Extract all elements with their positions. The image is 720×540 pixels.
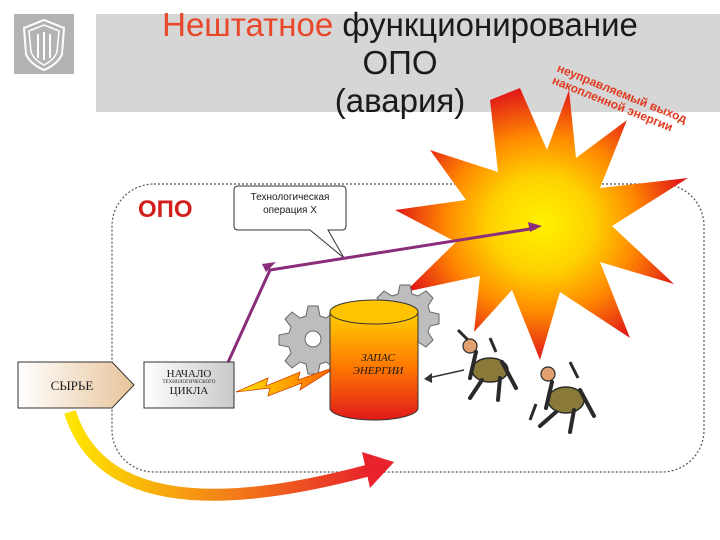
impact-arrow [427,369,465,379]
impact-arrow-head [424,373,432,383]
process-path-arrowhead [262,262,276,272]
shield-logo-icon [22,18,66,72]
title-line-2: ОПО [362,44,438,81]
title-rest: функционирование [333,6,638,43]
title-band [96,14,720,112]
process-path [218,226,537,381]
feed-arrow-head [362,452,394,488]
energy-reserve-label: ЗАПАС ЭНЕРГИИ [338,352,418,378]
cycle-start-block [143,361,235,409]
page-title: Нештатное функционирование ОПО (авария) [120,6,680,120]
worker-figure-icon [456,328,518,402]
opo-label: ОПО [138,196,193,223]
explosion-icon [395,88,688,360]
cycle-start-line-3: ЦИКЛА [169,385,209,397]
cycle-start-label: НАЧАЛО ТЕХНОЛОГИЧЕСКОГО ЦИКЛА [146,368,232,397]
operation-bubble [233,185,347,259]
energy-tank [329,299,419,421]
lightning-bolt-icon [235,365,339,397]
opo-enclosure [111,183,705,473]
title-line-1: Нештатное функционирование [120,6,680,44]
raw-material-label: СЫРЬЕ [50,378,94,393]
operation-line-2: операция Х [263,205,317,216]
title-accent-word: Нештатное [162,6,334,43]
operation-line-1: Технологическая [250,192,330,203]
logo [14,14,74,74]
raw-material-block [17,361,135,409]
cycle-start-line-2: ТЕХНОЛОГИЧЕСКОГО [162,380,216,385]
energy-reserve-line-1: ЗАПАС [361,352,395,364]
process-path-arrowhead [528,222,542,232]
operation-bubble-text: Технологическая операция Х [238,191,342,217]
worker-figure-icon [528,361,596,434]
title-line-3: (авария) [334,82,466,119]
cycle-start-line-1: НАЧАЛО [166,368,212,380]
feed-arrow [64,410,372,501]
energy-reserve-line-2: ЭНЕРГИИ [352,365,404,377]
